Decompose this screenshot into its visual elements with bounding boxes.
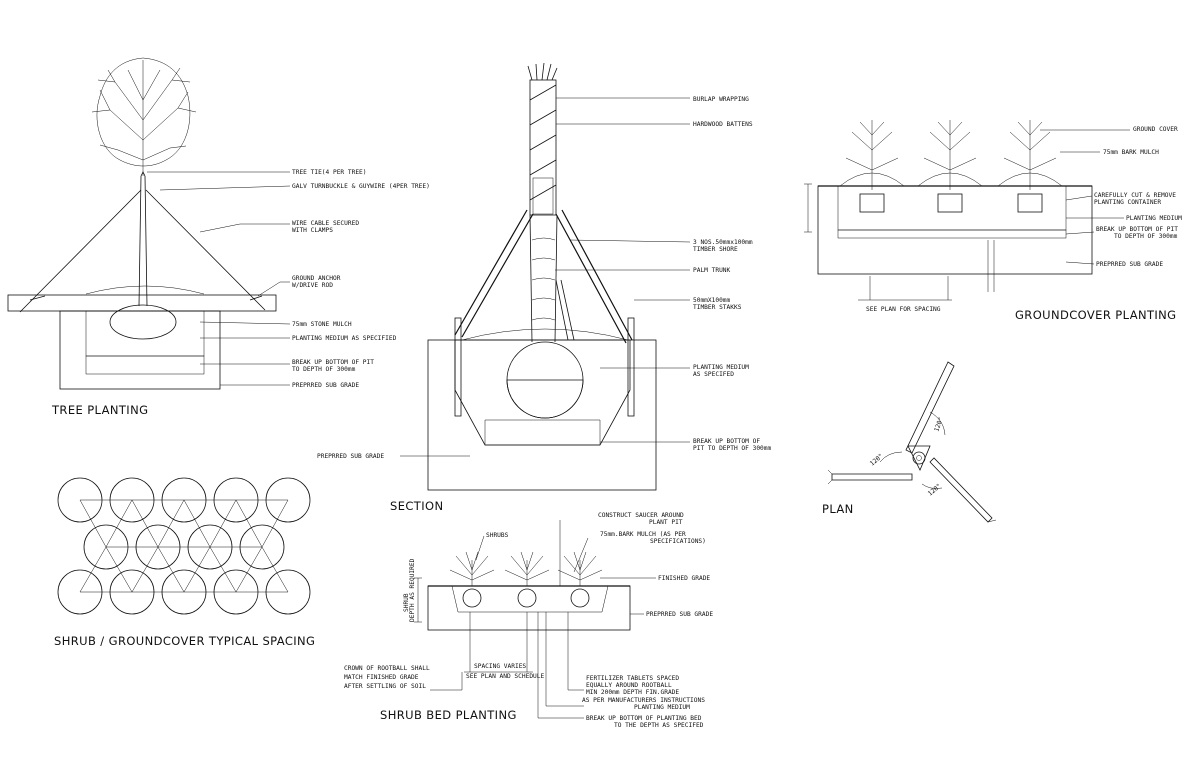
gc-break-label-2: TO DEPTH OF 300mm <box>1114 233 1178 240</box>
wire-label-1: WIRE CABLE SECURED <box>292 220 359 227</box>
stakes-label-2: TIMBER STAKKS <box>693 304 742 311</box>
saucer-label-1: CONSTRUCT SAUCER AROUND <box>598 512 684 519</box>
plan-angle-3: 120° <box>926 482 943 498</box>
tree-planting-title: TREE PLANTING <box>51 403 148 417</box>
gc-remove-label-1: CAREFULLY CUT & REMOVE <box>1094 192 1176 199</box>
palm-break-label-2: PIT TO DEPTH OF 300mm <box>693 445 772 452</box>
groundcover-planting-detail <box>804 120 1130 301</box>
shrub-bed-title: SHRUB BED PLANTING <box>380 708 517 722</box>
tree-planting-detail <box>7 57 291 390</box>
anchor-label-2: W/DRIVE ROD <box>292 282 333 289</box>
spacing-label-2: SEE PLAN AND SCHEDULE <box>466 673 545 680</box>
tree-canopy <box>91 60 197 176</box>
groundcover-title: GROUNDCOVER PLANTING <box>1015 308 1177 322</box>
fert-label-2: EQUALLY AROUND ROOTBALL <box>586 682 672 689</box>
shrub-spacing-grid <box>57 477 311 615</box>
palm-medium-label-2: AS SPECIFED <box>693 371 734 378</box>
gc-remove-label-2: PLANTING CONTAINER <box>1094 199 1161 206</box>
tree-break-label-1: BREAK UP BOTTOM OF PIT <box>292 359 374 366</box>
palm-trunk-label: PALM TRUNK <box>693 267 731 274</box>
gc-medium-label: PLANTING MEDIUM <box>1126 215 1182 222</box>
shrubs-label: SHRUBS <box>486 532 509 539</box>
palm-section-detail <box>400 62 691 491</box>
gc-spacing-label: SEE PLAN FOR SPACING <box>866 306 941 313</box>
gc-subgrade-label: PREPRRED SUB GRADE <box>1096 261 1163 268</box>
shrub-mulch-label-1: 75mm.BARK MULCH (AS PER <box>600 531 686 538</box>
plan-angle-1: 120° <box>932 416 945 433</box>
crown-label-2: MATCH FINISHED GRADE <box>344 674 419 681</box>
burlap-label: BURLAP WRAPPING <box>693 96 749 103</box>
stone-mulch-label: 75mm STONE MULCH <box>292 321 352 328</box>
shrub-mulch-label-2: SPECIFICATIONS) <box>650 538 706 545</box>
palm-subgrade-label: PREPRRED SUB GRADE <box>317 453 384 460</box>
shrub-bed-detail <box>414 520 656 719</box>
finished-grade-label: FINISHED GRADE <box>658 575 710 582</box>
tree-medium-label: PLANTING MEDIUM AS SPECIFIED <box>292 335 397 342</box>
crown-label-1: CROWN OF ROOTBALL SHALL <box>344 665 430 672</box>
palm-break-label-1: BREAK UP BOTTOM OF <box>693 438 760 445</box>
shrub-break-label-2: TO THE DEPTH AS SPECIFED <box>614 722 704 729</box>
plan-detail <box>827 361 997 523</box>
saucer-label-2: PLANT PIT <box>649 519 683 526</box>
shrub-spacing-title: SHRUB / GROUNDCOVER TYPICAL SPACING <box>54 634 315 648</box>
gc-break-label-1: BREAK UP BOTTOM OF PIT <box>1096 226 1178 233</box>
fert-label-1: FERTILIZER TABLETS SPACED <box>586 675 679 682</box>
groundcover-plants <box>839 120 1063 190</box>
shrub-subgrade-label: PREPRRED SUB GRADE <box>646 611 713 618</box>
palm-medium-label-1: PLANTING MEDIUM <box>693 364 749 371</box>
shrub-depth-label-2: DEPTH AS REQUIRED <box>409 558 416 622</box>
shore-label-1: 3 NOS.50mmx100mm <box>693 239 753 246</box>
fert-label-3: MIN 200mm DEPTH FIN.GRADE <box>586 689 679 696</box>
shrub-plants <box>449 551 603 586</box>
plan-angle-2: 120° <box>868 452 885 468</box>
shrub-break-label-1: BREAK UP BOTTOM OF PLANTING BED <box>586 715 702 722</box>
plan-title: PLAN <box>822 502 854 516</box>
battens-label: HARDWOOD BATTENS <box>693 121 753 128</box>
tree-break-label-2: TO DEPTH OF 300mm <box>292 366 356 373</box>
gc-cover-label: GROUND COVER <box>1133 126 1178 133</box>
shrub-medium-label: PLANTING MEDIUM <box>634 704 690 711</box>
tree-subgrade-label: PREPRRED SUB GRADE <box>292 382 359 389</box>
shrub-depth-label-1: SHRUB <box>403 593 410 612</box>
section-title: SECTION <box>390 499 443 513</box>
wire-label-2: WITH CLAMPS <box>292 227 333 234</box>
anchor-label-1: GROUND ANCHOR <box>292 275 341 282</box>
stakes-label-1: 50mmX100mm <box>693 297 731 304</box>
shore-label-2: TIMBER SHORE <box>693 246 738 253</box>
tree-tie-label: TREE TIE(4 PER TREE) <box>292 169 367 176</box>
galv-label: GALV TURNBUCKLE & GUYWIRE (4PER TREE) <box>292 183 430 190</box>
fert-label-4: AS PER MANUFACTURERS INSTRUCTIONS <box>582 697 705 704</box>
crown-label-3: AFTER SETTLING OF SOIL <box>344 683 426 690</box>
gc-mulch-label: 75mm BARK MULCH <box>1103 149 1159 156</box>
spacing-label-1: SPACING VARIES <box>474 663 526 670</box>
